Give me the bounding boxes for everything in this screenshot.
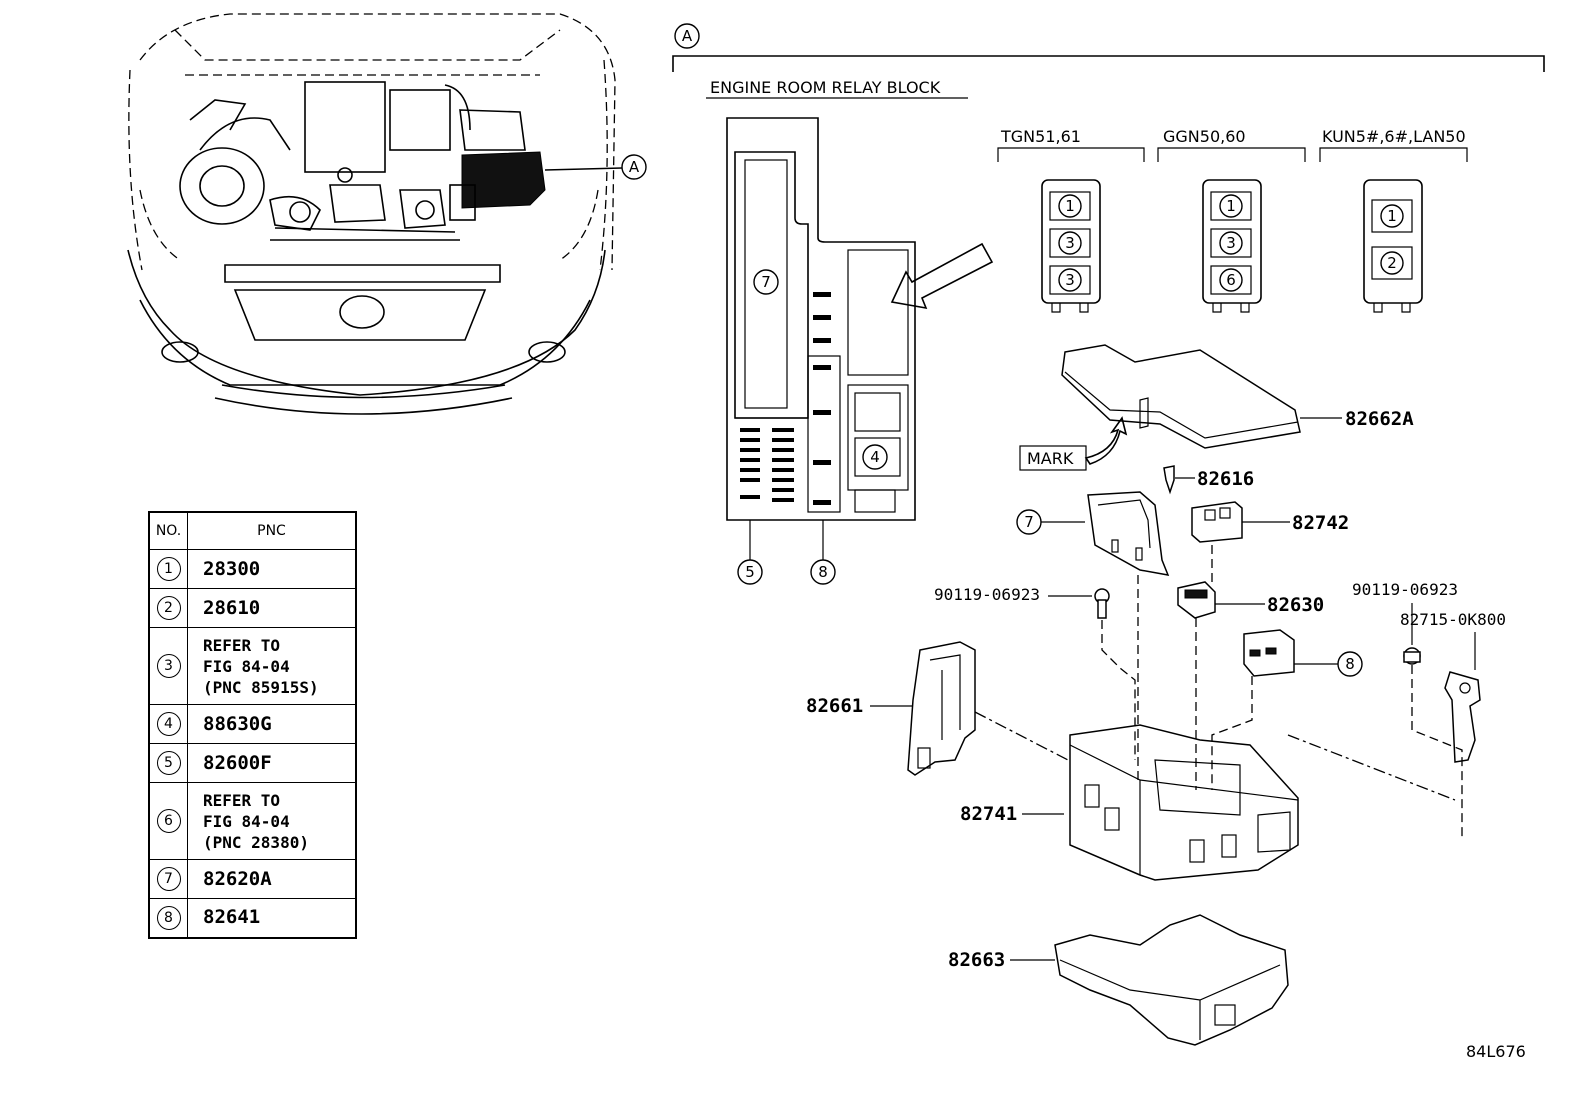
- label-82663: 82663: [948, 949, 1005, 971]
- label-82616: 82616: [1197, 468, 1254, 490]
- row-pnc: 28610: [187, 588, 357, 628]
- figure-code: 84L676: [1466, 1042, 1526, 1061]
- variant-label-ggn: GGN50,60: [1163, 127, 1246, 146]
- row-number: 3: [156, 654, 181, 678]
- table-row: 5 82600F: [148, 743, 357, 783]
- row-pnc: 82600F: [187, 743, 357, 783]
- row-number: 8: [156, 905, 181, 930]
- label-82661: 82661: [806, 695, 863, 717]
- variant-label-tgn: TGN51,61: [1000, 127, 1081, 146]
- ggn-slot-3: 6: [1226, 271, 1236, 289]
- row-pnc: REFER TO FIG 84-04 (PNC 85915S): [187, 627, 357, 705]
- table-header-row: NO. PNC: [148, 511, 357, 550]
- table-row: 2 28610: [148, 588, 357, 628]
- exploded-view: 82662A MARK 82616 82742 7 82630 90119-06…: [806, 344, 1506, 1046]
- block-callout-7: 7: [761, 273, 771, 291]
- table-row: 3 REFER TO FIG 84-04 (PNC 85915S): [148, 627, 357, 705]
- table-row: 7 82620A: [148, 859, 357, 899]
- section-title: ENGINE ROOM RELAY BLOCK: [710, 78, 941, 97]
- fuse-marks: [740, 292, 831, 505]
- variant-label-kun: KUN5#,6#,LAN50: [1322, 127, 1466, 146]
- label-mark: MARK: [1027, 449, 1074, 468]
- header-pnc: PNC: [187, 511, 357, 550]
- label-82662A: 82662A: [1345, 408, 1414, 430]
- row-pnc: 28300: [187, 549, 357, 589]
- row-number: 5: [156, 751, 181, 775]
- variant-tgn: TGN51,61 1 3 3: [997, 127, 1145, 313]
- row-pnc: 88630G: [187, 704, 357, 744]
- row-number: 6: [156, 809, 181, 833]
- callout-a-section: A: [682, 27, 693, 45]
- pnc-table: NO. PNC 1 28300 2 28610 3 REFER TO FIG 8…: [148, 511, 357, 939]
- part-callout-8: 8: [1345, 655, 1355, 673]
- label-bolt-left: 90119-06923: [934, 585, 1040, 604]
- table-row: 1 28300: [148, 549, 357, 589]
- kun-slot-1: 1: [1387, 207, 1397, 225]
- label-82630: 82630: [1267, 594, 1324, 616]
- block-callout-5: 5: [745, 563, 755, 581]
- row-pnc: 82641: [187, 898, 357, 938]
- variant-kun: KUN5#,6#,LAN50 1 2: [1319, 127, 1468, 313]
- variant-ggn: GGN50,60 1 3 6: [1157, 127, 1306, 313]
- relay-block-top-view: 7 4: [726, 117, 994, 585]
- label-bolt-right: 90119-06923: [1352, 580, 1458, 599]
- part-callout-7: 7: [1024, 513, 1034, 531]
- label-82741: 82741: [960, 803, 1017, 825]
- ggn-slot-1: 1: [1226, 197, 1236, 215]
- kun-slot-2: 2: [1387, 254, 1397, 272]
- header-no: NO.: [148, 511, 188, 550]
- row-number: 4: [156, 712, 181, 736]
- label-82715: 82715-0K800: [1400, 610, 1506, 629]
- row-number: 1: [156, 557, 181, 581]
- table-row: 6 REFER TO FIG 84-04 (PNC 28380): [148, 782, 357, 860]
- block-callout-8: 8: [818, 563, 828, 581]
- tgn-slot-2: 3: [1065, 234, 1075, 252]
- callout-a-engine: A: [629, 158, 640, 176]
- row-pnc: REFER TO FIG 84-04 (PNC 28380): [187, 782, 357, 860]
- row-pnc: 82620A: [187, 859, 357, 899]
- table-row: 4 88630G: [148, 704, 357, 744]
- row-number: 2: [156, 596, 181, 620]
- label-82742: 82742: [1292, 512, 1349, 534]
- table-row: 8 82641: [148, 898, 357, 938]
- ggn-slot-2: 3: [1226, 234, 1236, 252]
- engine-bay-illustration: A: [127, 13, 647, 415]
- block-callout-4: 4: [870, 448, 880, 466]
- row-number: 7: [156, 867, 181, 891]
- tgn-slot-3: 3: [1065, 271, 1075, 289]
- section-a-header: A ENGINE ROOM RELAY BLOCK: [672, 23, 1545, 99]
- tgn-slot-1: 1: [1065, 197, 1075, 215]
